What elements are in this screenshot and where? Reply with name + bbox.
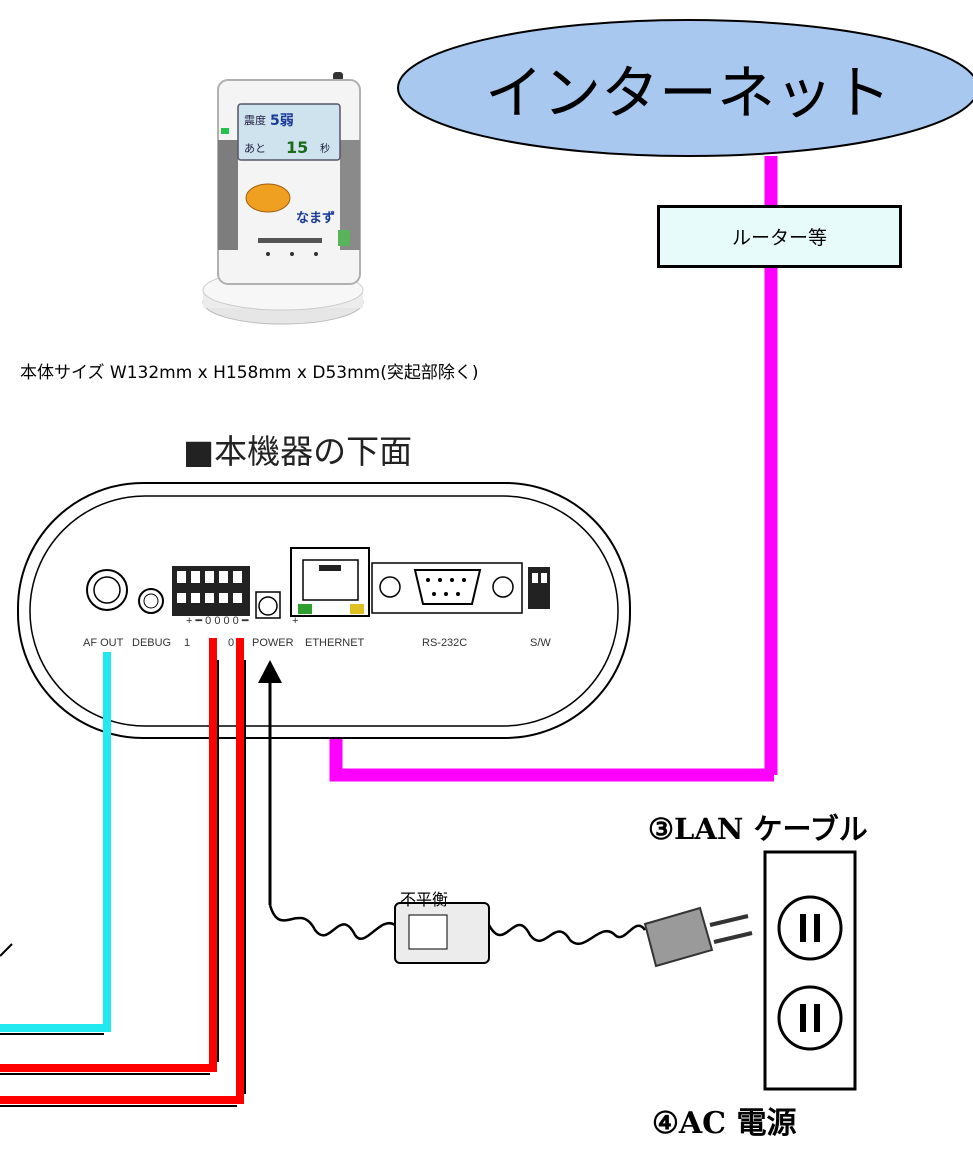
bottom-view-heading: ■本機器の下面 [183, 432, 413, 471]
port-label-sw: S/W [530, 637, 551, 649]
size-caption: 本体サイズ W132mm x H158mm x D53mm(突起部除く) [20, 363, 479, 383]
unbalanced-note: 不平衡 [400, 890, 449, 909]
contact-cable-2 [0, 638, 244, 1104]
router-box: ルーター等 [657, 205, 902, 268]
screen-row2: あと [244, 142, 266, 155]
svg-text:+ ━ 0 0 0 0 ━: + ━ 0 0 0 0 ━ [186, 615, 249, 627]
af-out-cable [0, 652, 111, 1032]
wall-outlet [763, 850, 857, 1091]
screen-row1: 震度 [244, 113, 266, 127]
mascot-image [245, 183, 291, 213]
port-label-0: 0 [228, 637, 234, 649]
power-plug [643, 906, 753, 968]
power-cord [258, 660, 753, 968]
contact-cable-1 [0, 638, 217, 1072]
port-label-ethernet: ETHERNET [305, 637, 365, 649]
port-label-rs232c: RS-232C [422, 637, 467, 649]
port-label-power: POWER [252, 637, 294, 649]
lan-cable-label: ③LAN ケーブル [648, 812, 868, 846]
rs232c-port [371, 562, 523, 614]
device-bottom-panel [17, 482, 631, 739]
screen-value2: 15 [286, 138, 308, 157]
device-photo: 震度 5弱 あと 15 秒 なまず [202, 72, 364, 325]
internet-ellipse: インターネット [397, 19, 973, 157]
screen-value1: 5弱 [270, 113, 294, 129]
port-label-debug: DEBUG [132, 637, 171, 649]
internet-label: インターネット [485, 59, 891, 127]
svg-text:+: + [292, 615, 298, 627]
screen-unit2: 秒 [320, 142, 330, 155]
mascot-text: なまず [296, 210, 335, 226]
ac-power-label: ④AC 電源 [652, 1106, 797, 1141]
port-label-af-out: AF OUT [83, 637, 124, 649]
port-label-1: 1 [184, 637, 190, 649]
